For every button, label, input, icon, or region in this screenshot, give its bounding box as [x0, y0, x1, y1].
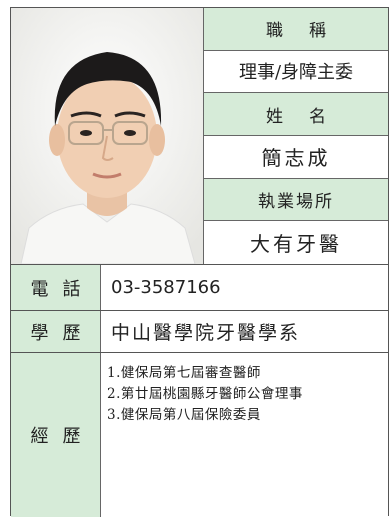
- experience-list-cell: 1.健保局第七屆審查醫師 2.第廿屆桃園縣牙醫師公會理事 3.健保局第八屆保險委…: [101, 353, 388, 517]
- experience-label: 經歷: [11, 353, 101, 517]
- name-label: 姓名: [266, 106, 352, 127]
- phone-value: 03-3587166: [101, 265, 388, 310]
- experience-list: 1.健保局第七屆審查醫師 2.第廿屆桃園縣牙醫師公會理事 3.健保局第八屆保險委…: [107, 363, 303, 426]
- phone-label: 電話: [11, 265, 101, 310]
- phone-row: 電話 03-3587166: [11, 264, 388, 310]
- list-item: 2.第廿屆桃園縣牙醫師公會理事: [107, 386, 303, 402]
- title-label-cell: 職稱: [204, 8, 388, 51]
- education-row: 學歷 中山醫學院牙醫學系: [11, 310, 388, 352]
- clinic-label: 執業場所: [258, 191, 334, 212]
- profile-card: 職稱 理事/身障主委 姓名 簡志成 執業場所 大有牙醫 電話 03-358716…: [10, 7, 389, 517]
- clinic-value-cell: 大有牙醫: [204, 221, 388, 264]
- portrait-photo: [11, 8, 204, 264]
- education-label: 學歷: [11, 311, 101, 352]
- list-item: 1.健保局第七屆審查醫師: [107, 365, 261, 381]
- list-item: 3.健保局第八屆保險委員: [107, 407, 261, 423]
- title-label: 職稱: [266, 21, 352, 42]
- education-value: 中山醫學院牙醫學系: [101, 311, 388, 352]
- name-value: 簡志成: [261, 146, 331, 171]
- profile-info: 職稱 理事/身障主委 姓名 簡志成 執業場所 大有牙醫: [204, 8, 388, 264]
- experience-row: 經歷 1.健保局第七屆審查醫師 2.第廿屆桃園縣牙醫師公會理事 3.健保局第八屆…: [11, 352, 388, 517]
- name-label-cell: 姓名: [204, 93, 388, 136]
- title-value-cell: 理事/身障主委: [204, 50, 388, 94]
- clinic-value: 大有牙醫: [250, 232, 342, 257]
- clinic-label-cell: 執業場所: [204, 178, 388, 222]
- title-value: 理事/身障主委: [238, 62, 354, 84]
- name-value-cell: 簡志成: [204, 135, 388, 179]
